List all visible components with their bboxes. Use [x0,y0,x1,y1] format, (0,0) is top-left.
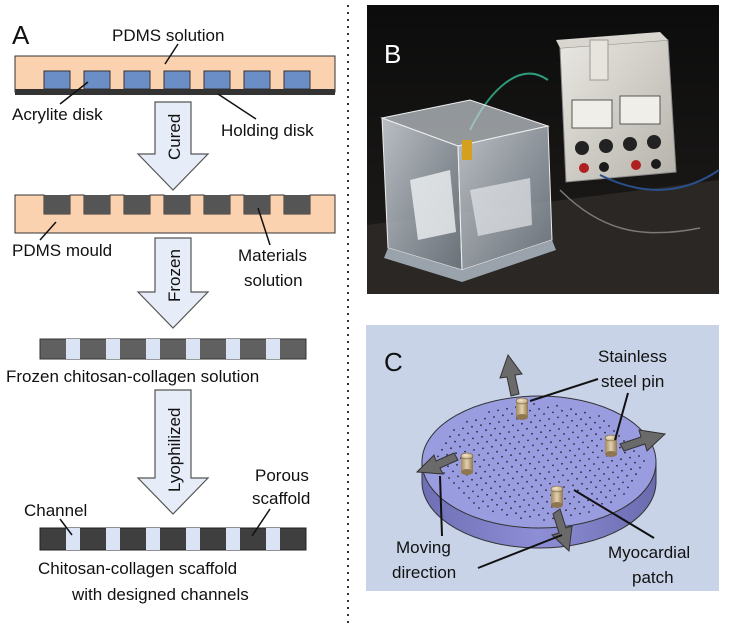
cured-label: Cured [165,114,184,160]
patch-label-2: patch [632,568,674,587]
pdms-solution-label: PDMS solution [112,26,224,45]
acrylite-disk-label: Acrylite disk [12,105,103,124]
pdms-solution-leader [164,43,179,65]
panel-b-letter: B [384,39,401,69]
panel-c-letter: C [384,347,403,377]
panel-a-letter: A [12,20,30,50]
moving-leader-1 [439,475,443,537]
panel-b: B [367,5,720,294]
scaffold-label-1: Chitosan-collagen scaffold [38,559,237,578]
porous-leader [251,508,271,537]
mould-wells-materials [44,195,310,214]
materials-label-1: Materials [238,246,307,265]
channel-leader [59,518,73,536]
pdms-mould-label: PDMS mould [12,241,112,260]
acrylic-stretching-device [380,99,556,282]
arrow-left [415,452,459,475]
acrylite-disks [43,70,311,90]
power-supply [556,32,677,183]
channel-label: Channel [24,501,87,520]
holding-disk-label: Holding disk [221,121,314,140]
stainless-steel-pin-left [460,452,474,475]
holding-disk-leader [217,93,257,120]
frozen-solution-label: Frozen chitosan-collagen solution [6,367,259,386]
pdms-mould-leader [39,221,57,241]
pin-leader-1 [529,378,599,402]
cured-arrow [136,101,210,191]
panel-a: A PDMS solution Acrylite disk Holding di… [6,20,336,604]
wire-grey [559,189,701,234]
wire-blue [599,169,720,191]
arrow-right [619,429,667,452]
porous-label-2: scaffold [252,489,310,508]
acrylite-disk-leader [59,81,89,105]
lyophilized-label: Lyophilized [165,408,184,492]
stainless-steel-pin-bottom [550,485,564,508]
frozen-label: Frozen [165,249,184,302]
materials-leader [257,207,271,246]
frozen-arrow [136,237,210,329]
stainless-steel-pin-top [515,397,529,420]
moving-direction-arrows [415,353,667,553]
stainless-steel-pin-right [604,434,618,457]
scaffold-strip [39,527,307,551]
moving-label-2: direction [392,563,456,582]
patch-label-1: Myocardial [608,543,690,562]
scaffold-label-2: with designed channels [71,585,249,604]
arrow-down [551,508,573,553]
lyophilized-arrow [136,389,210,515]
frozen-solution-strip [39,338,307,360]
arrow-up-left [499,353,523,397]
moving-leader-2 [477,534,563,569]
moving-label-1: Moving [396,538,451,557]
materials-label-2: solution [244,271,303,290]
pin-label-2: steel pin [601,372,664,391]
pin-label-1: Stainless [598,347,667,366]
porous-label-1: Porous [255,466,309,485]
panel-c: C [366,325,719,591]
patch-leader [573,489,655,539]
pin-leader-2 [614,392,629,441]
holding-disk-plate [15,89,335,95]
